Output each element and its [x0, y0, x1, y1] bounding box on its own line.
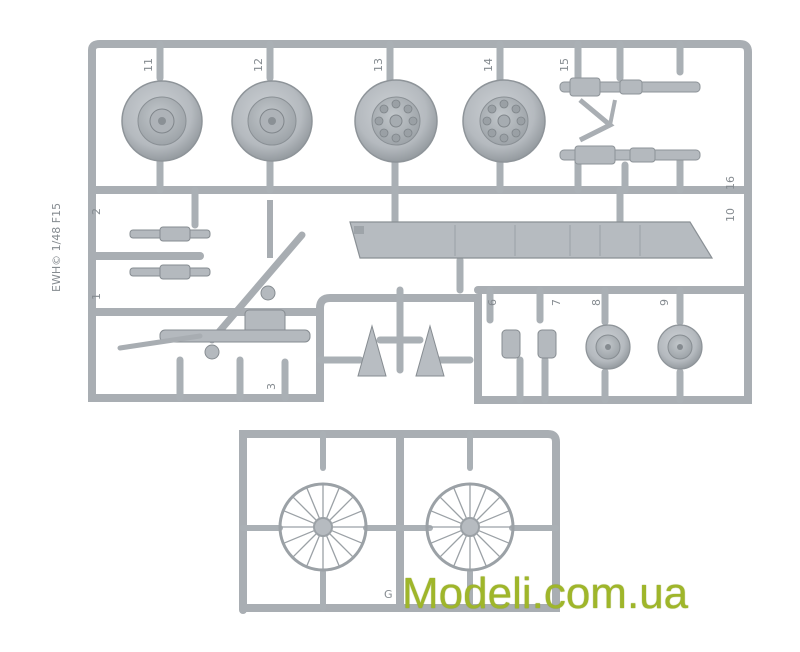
fuselage-panel — [349, 221, 714, 259]
main-wheel-11 — [121, 80, 203, 162]
wheel-spoke — [283, 529, 315, 544]
part-number-2: 2 — [90, 208, 103, 215]
brand-label: EWH© 1/48 F15 — [50, 203, 63, 292]
gear-strut-parts — [559, 77, 701, 165]
wheel-spoke — [472, 535, 487, 567]
sprue-markings: EWH© 1/48 F15 11 12 13 14 15 16 10 2 1 3… — [50, 58, 737, 390]
diagonal-strut — [117, 200, 311, 360]
part-number-12: 12 — [252, 58, 265, 72]
wheel-spoke — [475, 496, 501, 522]
part-number-10: 10 — [724, 208, 737, 222]
wheel-spoke — [331, 510, 363, 525]
small-parts-left — [129, 226, 211, 280]
lower-gates — [240, 431, 559, 611]
part-number-6: 6 — [486, 299, 499, 306]
cone-parts — [357, 324, 445, 377]
wheel-spoke — [325, 535, 340, 567]
wheel-spoke — [439, 532, 465, 558]
part-number-11: 11 — [142, 58, 155, 72]
wheel-spoke — [478, 529, 510, 544]
main-wheel-12 — [231, 80, 313, 162]
wheel-spoke — [325, 487, 340, 519]
wheel-spoke — [306, 487, 321, 519]
spoked-wheel-right — [425, 482, 515, 572]
part-number-16: 16 — [724, 176, 737, 190]
part-number-8: 8 — [590, 299, 603, 306]
wheel-spoke — [472, 487, 487, 519]
spool-parts — [501, 329, 557, 359]
wheel-spoke — [453, 535, 468, 567]
lower-sprue-frame — [239, 430, 560, 614]
upper-sprue-frame — [88, 40, 752, 404]
upper-gates — [156, 40, 684, 404]
part-number-9: 9 — [658, 299, 671, 306]
spoked-wheel-left — [278, 482, 368, 572]
main-wheel-13 — [354, 79, 438, 163]
wheel-spoke — [292, 496, 318, 522]
nose-wheel-9 — [657, 324, 703, 370]
main-wheel-14 — [462, 79, 546, 163]
wheel-spoke — [283, 510, 315, 525]
wheel-spoke — [331, 529, 363, 544]
part-number-7: 7 — [550, 299, 563, 306]
lower-frame-label: G — [384, 588, 393, 601]
wheel-spoke — [328, 532, 354, 558]
part-number-1: 1 — [90, 293, 103, 300]
watermark: Modeli.com.ua — [402, 569, 689, 618]
part-number-13: 13 — [372, 58, 385, 72]
wheel-spoke — [306, 535, 321, 567]
wheel-spoke — [328, 496, 354, 522]
part-number-15: 15 — [558, 58, 571, 72]
wheel-spoke — [292, 532, 318, 558]
wheel-spoke — [453, 487, 468, 519]
wheel-spoke — [430, 510, 462, 525]
wheel-spoke — [478, 510, 510, 525]
wheel-spoke — [430, 529, 462, 544]
nose-wheel-8 — [585, 324, 631, 370]
wheel-spoke — [475, 532, 501, 558]
wheel-spoke — [439, 496, 465, 522]
part-number-14: 14 — [482, 58, 495, 72]
part-number-3: 3 — [265, 383, 278, 390]
